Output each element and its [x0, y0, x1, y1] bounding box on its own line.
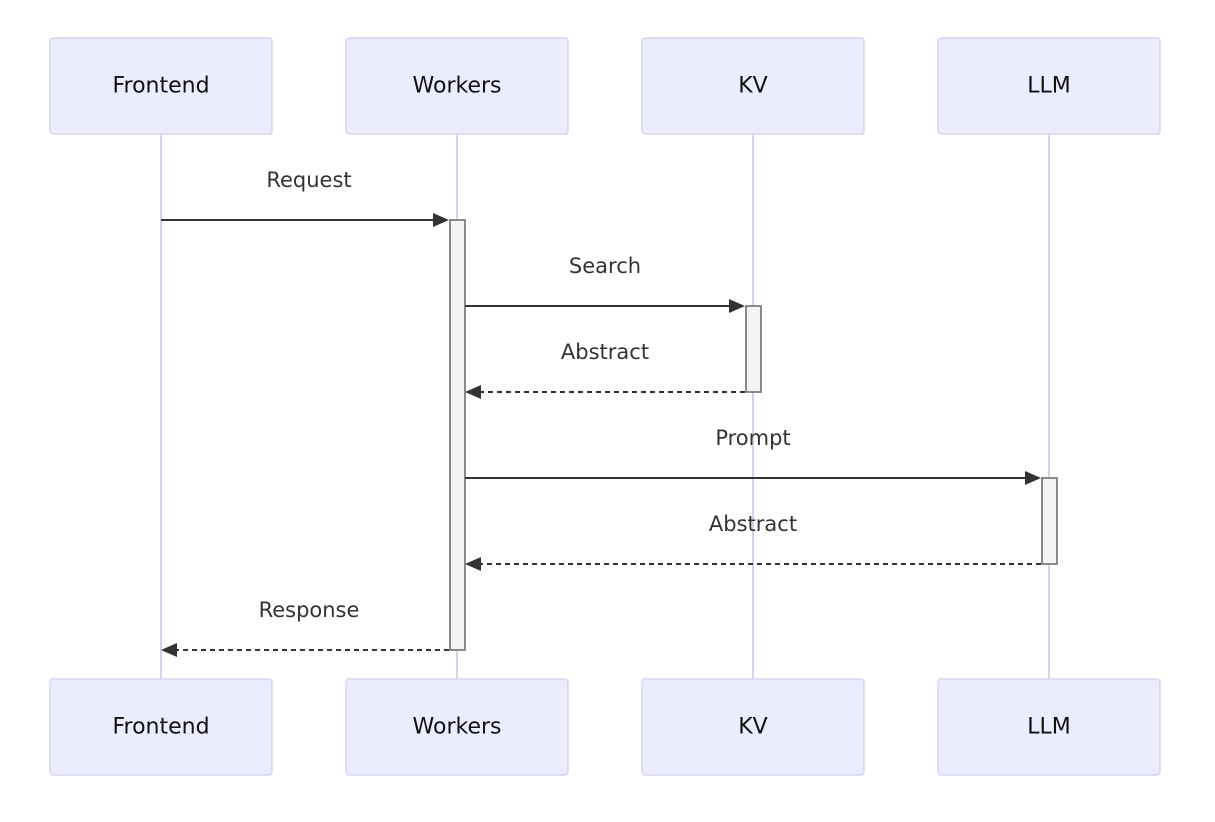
activation-bars: [449, 219, 1058, 651]
participant-workers-top: Workers: [345, 37, 569, 135]
activation-bar-llm: [1041, 477, 1058, 565]
participant-kv-bottom: KV: [641, 678, 865, 776]
message-3: Abstract: [465, 340, 745, 399]
participant-box: [345, 678, 569, 776]
participant-label: Frontend: [112, 74, 209, 99]
participant-label: Workers: [413, 74, 502, 99]
arrowhead-icon: [729, 299, 745, 313]
participant-llm-top: LLM: [937, 37, 1161, 135]
participant-box: [937, 37, 1161, 135]
message-label: Abstract: [709, 512, 797, 536]
participant-kv-top: KV: [641, 37, 865, 135]
message-label: Request: [266, 168, 351, 192]
message-label: Abstract: [561, 340, 649, 364]
participant-box: [345, 37, 569, 135]
activation-bar-workers: [449, 219, 466, 651]
message-5: Abstract: [465, 512, 1041, 571]
participant-frontend-top: Frontend: [49, 37, 273, 135]
participant-label: KV: [738, 715, 767, 740]
participant-llm-bottom: LLM: [937, 678, 1161, 776]
message-label: Response: [259, 598, 360, 622]
messages: RequestSearchAbstractPromptAbstractRespo…: [161, 168, 1041, 657]
arrowhead-icon: [161, 643, 177, 657]
message-label: Search: [569, 254, 641, 278]
participant-box: [641, 37, 865, 135]
participant-label: Frontend: [112, 715, 209, 740]
message-2: Search: [465, 254, 745, 313]
message-1: Request: [161, 168, 449, 227]
participant-box: [49, 37, 273, 135]
participant-box: [49, 678, 273, 776]
participant-label: Workers: [413, 715, 502, 740]
message-6: Response: [161, 598, 449, 657]
participant-label: LLM: [1027, 715, 1071, 740]
arrowhead-icon: [465, 385, 481, 399]
arrowhead-icon: [1025, 471, 1041, 485]
arrowhead-icon: [465, 557, 481, 571]
participant-workers-bottom: Workers: [345, 678, 569, 776]
participant-label: LLM: [1027, 74, 1071, 99]
participant-label: KV: [738, 74, 767, 99]
participants-bottom: Frontend Workers KV LLM: [49, 678, 1161, 776]
participant-frontend-bottom: Frontend: [49, 678, 273, 776]
participant-box: [937, 678, 1161, 776]
message-label: Prompt: [715, 426, 790, 450]
participants-top: Frontend Workers KV LLM: [49, 37, 1161, 135]
activation-bar-kv: [745, 305, 762, 393]
message-4: Prompt: [465, 426, 1041, 485]
participant-box: [641, 678, 865, 776]
arrowhead-icon: [433, 213, 449, 227]
